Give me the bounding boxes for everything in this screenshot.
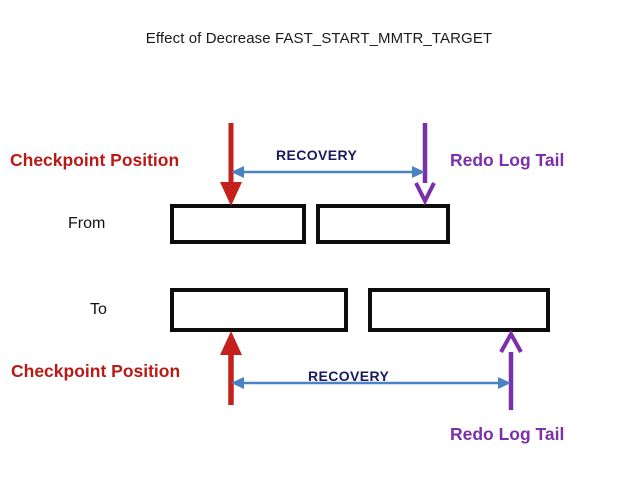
page-title: Effect of Decrease FAST_START_MMTR_TARGE…: [145, 30, 493, 47]
log-block-to-left: [170, 288, 348, 332]
row-label-from: From: [68, 215, 106, 232]
row-label-to: To: [90, 301, 107, 318]
redo-marker-head-from: [414, 182, 436, 206]
recovery-span-head-right-from: [412, 166, 425, 178]
redo-marker-from: [414, 123, 436, 206]
recovery-span-from: [231, 166, 425, 178]
checkpoint-marker-head-to: [220, 331, 242, 355]
redo-marker-to: [499, 329, 523, 410]
redo-log-tail-label-to: Redo Log Tail: [450, 424, 565, 444]
log-block-from-right: [316, 204, 450, 244]
checkpoint-marker-from: [220, 123, 242, 206]
log-block-from-left: [170, 204, 306, 244]
checkpoint-position-label-from: Checkpoint Position: [10, 150, 180, 170]
checkpoint-marker-head-from: [220, 182, 242, 206]
log-block-to-right: [368, 288, 550, 332]
checkpoint-position-label-to: Checkpoint Position: [11, 361, 181, 381]
recovery-label-to: RECOVERY: [308, 368, 390, 384]
recovery-span-head-left-from: [231, 166, 244, 178]
redo-marker-head-to: [499, 329, 523, 353]
checkpoint-marker-to: [220, 331, 242, 405]
redo-log-tail-label-from: Redo Log Tail: [450, 150, 565, 170]
recovery-span-head-left-to: [231, 377, 244, 389]
recovery-span-head-right-to: [498, 377, 511, 389]
recovery-label-from: RECOVERY: [276, 147, 358, 163]
